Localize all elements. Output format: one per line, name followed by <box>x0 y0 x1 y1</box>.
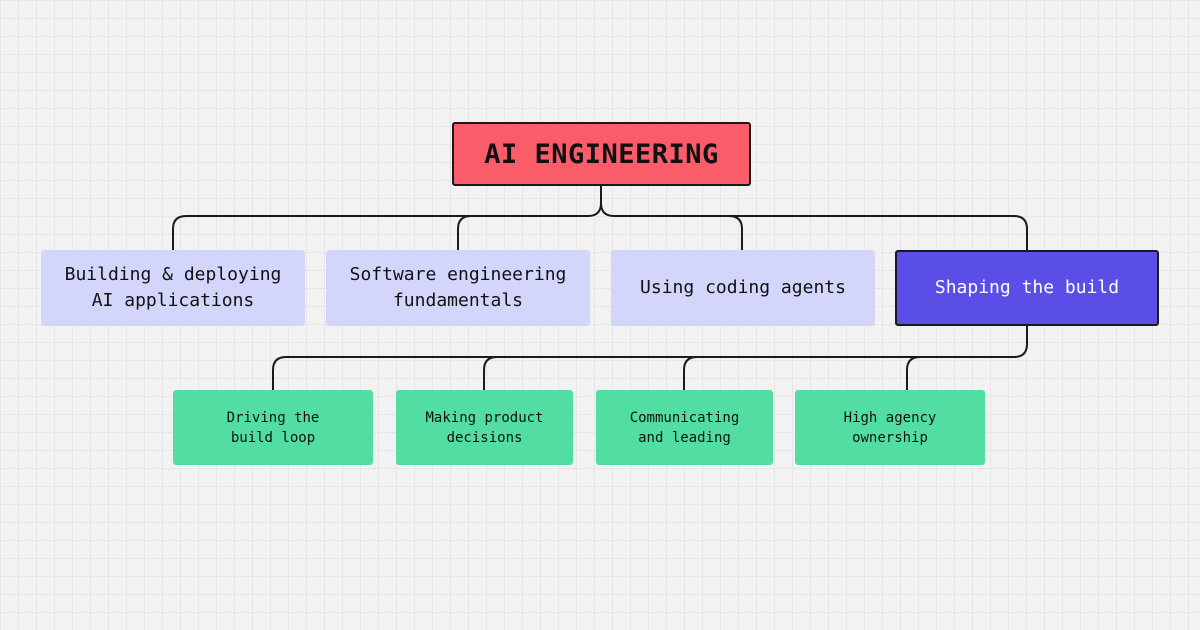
root-node: AI ENGINEERING <box>452 122 751 186</box>
branch-node-shaping-the-build: Shaping the build <box>895 250 1159 326</box>
root-label: AI ENGINEERING <box>484 138 719 170</box>
active-branch-connector <box>272 325 1028 391</box>
leaf-node-product-decisions: Making product decisions <box>396 390 573 465</box>
leaf-node-high-agency: High agency ownership <box>795 390 985 465</box>
leaf-label: Communicating and leading <box>629 409 740 446</box>
branch-node-building-deploying: Building & deploying AI applications <box>41 250 305 326</box>
root-connector <box>172 185 1028 251</box>
branch-node-coding-agents: Using coding agents <box>611 250 875 326</box>
leaf-label: Making product decisions <box>425 409 544 446</box>
branch-label: Building & deploying AI applications <box>64 264 282 311</box>
leaf-node-communicating-leading: Communicating and leading <box>596 390 773 465</box>
leaf-label: Driving the build loop <box>226 409 320 446</box>
branch-label: Shaping the build <box>934 277 1120 298</box>
branch-label: Using coding agents <box>640 277 846 298</box>
leaf-node-build-loop: Driving the build loop <box>173 390 373 465</box>
leaf-label: High agency ownership <box>843 409 937 446</box>
branch-node-software-engineering: Software engineering fundamentals <box>326 250 590 326</box>
branch-label: Software engineering fundamentals <box>349 264 567 311</box>
